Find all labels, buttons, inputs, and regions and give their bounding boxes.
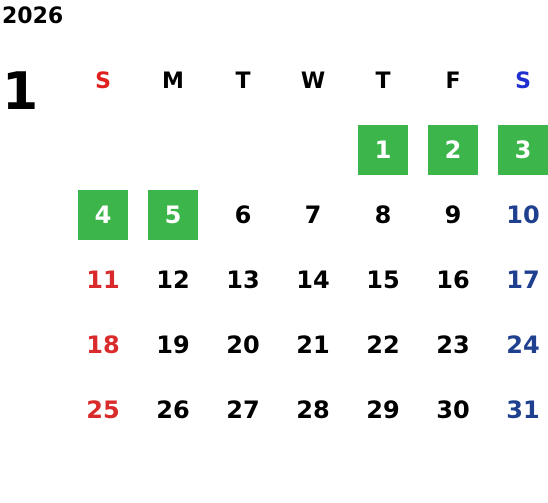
day-cell: 30 (418, 378, 488, 442)
day-number: 7 (304, 201, 322, 229)
day-number: 1 (358, 125, 408, 175)
weekday-friday: F (445, 69, 461, 94)
weekday-tuesday: T (235, 69, 251, 94)
day-cell: 23 (418, 313, 488, 377)
day-cell: 6 (208, 183, 278, 247)
day-number: 27 (226, 396, 260, 424)
day-cell: 13 (208, 248, 278, 312)
day-cell: 10 (488, 183, 548, 247)
day-cell: 9 (418, 183, 488, 247)
year-label: 2026 (2, 4, 64, 29)
day-cell: 22 (348, 313, 418, 377)
day-number: 3 (498, 125, 548, 175)
day-number: 22 (366, 331, 400, 359)
day-cell: 11 (68, 248, 138, 312)
day-cell: 4 (68, 183, 138, 247)
day-cell: 31 (488, 378, 548, 442)
day-cell: 28 (278, 378, 348, 442)
day-cell: 25 (68, 378, 138, 442)
day-number: 16 (436, 266, 470, 294)
day-number: 14 (296, 266, 330, 294)
day-number: 8 (374, 201, 392, 229)
day-cell: 21 (278, 313, 348, 377)
day-number: 9 (444, 201, 462, 229)
day-cell: 1 (348, 118, 418, 182)
day-number: 28 (296, 396, 330, 424)
day-number: 11 (86, 266, 120, 294)
day-number: 25 (86, 396, 120, 424)
day-number: 21 (296, 331, 330, 359)
day-number: 18 (86, 331, 120, 359)
day-number: 23 (436, 331, 470, 359)
day-number: 24 (506, 331, 540, 359)
day-number: 29 (366, 396, 400, 424)
day-cell: 7 (278, 183, 348, 247)
weekday-wednesday: W (300, 69, 326, 94)
day-number: 15 (366, 266, 400, 294)
weekday-monday: M (162, 69, 184, 94)
day-cell: 18 (68, 313, 138, 377)
day-cell: 17 (488, 248, 548, 312)
day-cell: 14 (278, 248, 348, 312)
day-cell: 16 (418, 248, 488, 312)
day-cell: 19 (138, 313, 208, 377)
day-cell: 24 (488, 313, 548, 377)
month-label: 1 (2, 62, 39, 122)
day-cell: 8 (348, 183, 418, 247)
day-cell: 12 (138, 248, 208, 312)
weekday-saturday: S (515, 69, 531, 94)
day-number: 12 (156, 266, 190, 294)
day-cell: 20 (208, 313, 278, 377)
day-cell: 15 (348, 248, 418, 312)
day-number: 30 (436, 396, 470, 424)
day-cell: 5 (138, 183, 208, 247)
day-cell: 3 (488, 118, 548, 182)
weekday-header: S M T W T F S (68, 64, 548, 100)
day-number: 20 (226, 331, 260, 359)
weekday-sunday: S (95, 69, 111, 94)
day-number: 10 (506, 201, 540, 229)
day-cell: 29 (348, 378, 418, 442)
day-number: 13 (226, 266, 260, 294)
day-number: 2 (428, 125, 478, 175)
day-cell: 26 (138, 378, 208, 442)
day-number: 31 (506, 396, 540, 424)
day-cell: 27 (208, 378, 278, 442)
day-number: 17 (506, 266, 540, 294)
weekday-thursday: T (375, 69, 391, 94)
day-number: 4 (78, 190, 128, 240)
day-number: 26 (156, 396, 190, 424)
day-number: 19 (156, 331, 190, 359)
day-cell: 2 (418, 118, 488, 182)
day-number: 5 (148, 190, 198, 240)
day-number: 6 (234, 201, 252, 229)
